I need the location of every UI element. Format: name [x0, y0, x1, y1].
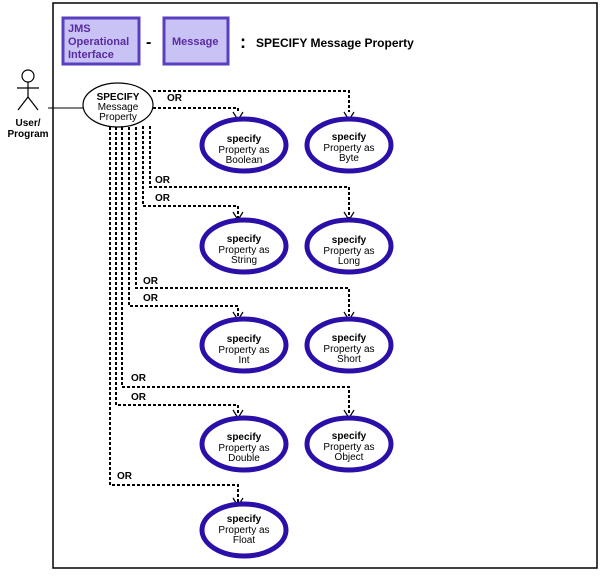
- connector-double: [115, 127, 239, 414]
- use-case-boolean[interactable]: specify Property as Boolean: [199, 116, 289, 174]
- actor-icon: [17, 69, 39, 111]
- actor-label-line1: User/: [15, 118, 40, 129]
- use-case-object[interactable]: specify Property as Object: [304, 415, 394, 473]
- use-case-line: specify: [227, 234, 262, 245]
- connector-float: [109, 127, 239, 502]
- header-box2-label: Message: [172, 36, 218, 48]
- use-case-line: specify: [227, 134, 262, 145]
- use-case-line: Property as: [218, 245, 269, 256]
- or-label: OR: [131, 392, 147, 403]
- use-case-line: Property as: [218, 345, 269, 356]
- use-case-line: Double: [228, 453, 260, 464]
- use-case-line: Int: [238, 355, 249, 366]
- header-colon: :: [240, 32, 246, 52]
- use-case-line: Property as: [218, 443, 269, 454]
- header-interface-box: JMS Operational Interface: [61, 16, 141, 66]
- diagram-frame: [52, 2, 598, 569]
- use-case-int[interactable]: specify Property as Int: [199, 316, 289, 374]
- actor-label-line2: Program: [7, 129, 48, 140]
- use-case-line: specify: [227, 334, 262, 345]
- main-use-case-line2: Message: [98, 102, 139, 113]
- use-case-line: specify: [227, 432, 262, 443]
- use-case-line: Property as: [218, 525, 269, 536]
- use-case-line: String: [231, 255, 257, 266]
- header-box1-line1: JMS: [68, 23, 91, 35]
- use-case-line: specify: [332, 235, 367, 246]
- header-separator: -: [146, 34, 151, 51]
- main-use-case[interactable]: SPECIFY Message Property: [82, 82, 154, 128]
- use-case-line: Property as: [323, 344, 374, 355]
- main-use-case-line1: SPECIFY: [97, 92, 140, 103]
- use-case-line: specify: [332, 333, 367, 344]
- connector-object: [121, 127, 350, 414]
- connector-short: [135, 127, 350, 316]
- use-case-line: Long: [338, 256, 360, 267]
- use-case-double[interactable]: specify Property as Double: [199, 415, 289, 473]
- use-case-long[interactable]: specify Property as Long: [304, 217, 394, 275]
- header-box1-line3: Interface: [68, 49, 114, 61]
- use-case-line: Short: [337, 354, 361, 365]
- or-label: OR: [155, 175, 171, 186]
- or-label: OR: [143, 276, 159, 287]
- or-label: OR: [117, 471, 133, 482]
- use-case-float[interactable]: specify Property as Float: [199, 501, 289, 559]
- or-label: OR: [143, 293, 159, 304]
- or-label: OR: [131, 373, 147, 384]
- use-case-line: Byte: [339, 153, 359, 164]
- use-case-line: Object: [335, 452, 364, 463]
- main-use-case-line3: Property: [99, 112, 137, 123]
- connector-int: [128, 127, 239, 316]
- use-case-line: specify: [227, 514, 262, 525]
- header-message-box: Message: [162, 16, 230, 66]
- use-case-line: specify: [332, 132, 367, 143]
- use-case-line: Property as: [323, 442, 374, 453]
- use-case-line: Boolean: [226, 155, 263, 166]
- use-case-short[interactable]: specify Property as Short: [304, 316, 394, 374]
- or-label: OR: [167, 93, 183, 104]
- use-case-line: specify: [332, 431, 367, 442]
- use-case-byte[interactable]: specify Property as Byte: [304, 116, 394, 174]
- connector-boolean: [153, 107, 239, 112]
- diagram-title: SPECIFY Message Property: [256, 36, 414, 50]
- or-label: OR: [155, 193, 171, 204]
- connector-byte: [153, 90, 350, 112]
- connector-long: [149, 126, 350, 218]
- use-case-line: Property as: [323, 246, 374, 257]
- connectors: [109, 90, 350, 502]
- use-case-line: Property as: [218, 145, 269, 156]
- use-case-line: Float: [233, 535, 255, 546]
- use-case-string[interactable]: specify Property as String: [199, 217, 289, 275]
- header-box1-line2: Operational: [68, 36, 129, 48]
- connector-string: [142, 126, 239, 218]
- use-case-line: Property as: [323, 143, 374, 154]
